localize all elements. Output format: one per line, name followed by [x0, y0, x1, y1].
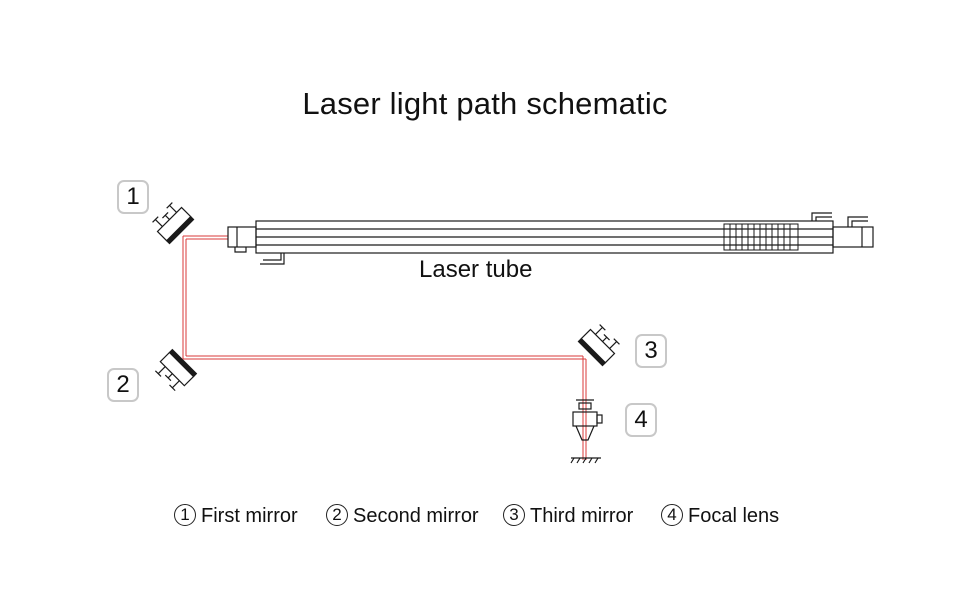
first-mirror: [152, 202, 195, 245]
callout-first-mirror: 1: [117, 180, 149, 214]
laser-beam: [182, 235, 587, 460]
beam-segment-tube-to-mirror1: [183, 235, 228, 240]
laser-tube: [227, 212, 874, 265]
legend-number: 1: [174, 503, 196, 526]
callout-third-mirror: 3: [635, 334, 667, 368]
beam-segment-mirror1-to-mirror2: [182, 236, 187, 359]
callout-focal-lens: 4: [625, 403, 657, 437]
third-mirror: [577, 324, 620, 367]
laser-tube-coil: [723, 223, 799, 251]
legend-label: Third mirror: [530, 505, 634, 528]
beam-segment-mirror3-to-lens: [582, 356, 587, 460]
second-mirror: [154, 348, 198, 392]
laser-tube-label: Laser tube: [419, 256, 533, 283]
legend-label: Second mirror: [353, 505, 479, 528]
legend-number: 4: [661, 503, 683, 526]
callout-second-mirror: 2: [107, 368, 139, 402]
legend-label: First mirror: [201, 505, 298, 528]
diagram-title: Laser light path schematic: [302, 86, 668, 121]
legend-label: Focal lens: [688, 505, 780, 528]
focal-lens: [570, 399, 603, 464]
legend-number: 2: [326, 503, 348, 526]
legend-number: 3: [503, 503, 525, 526]
beam-segment-mirror2-to-mirror3: [183, 355, 586, 360]
